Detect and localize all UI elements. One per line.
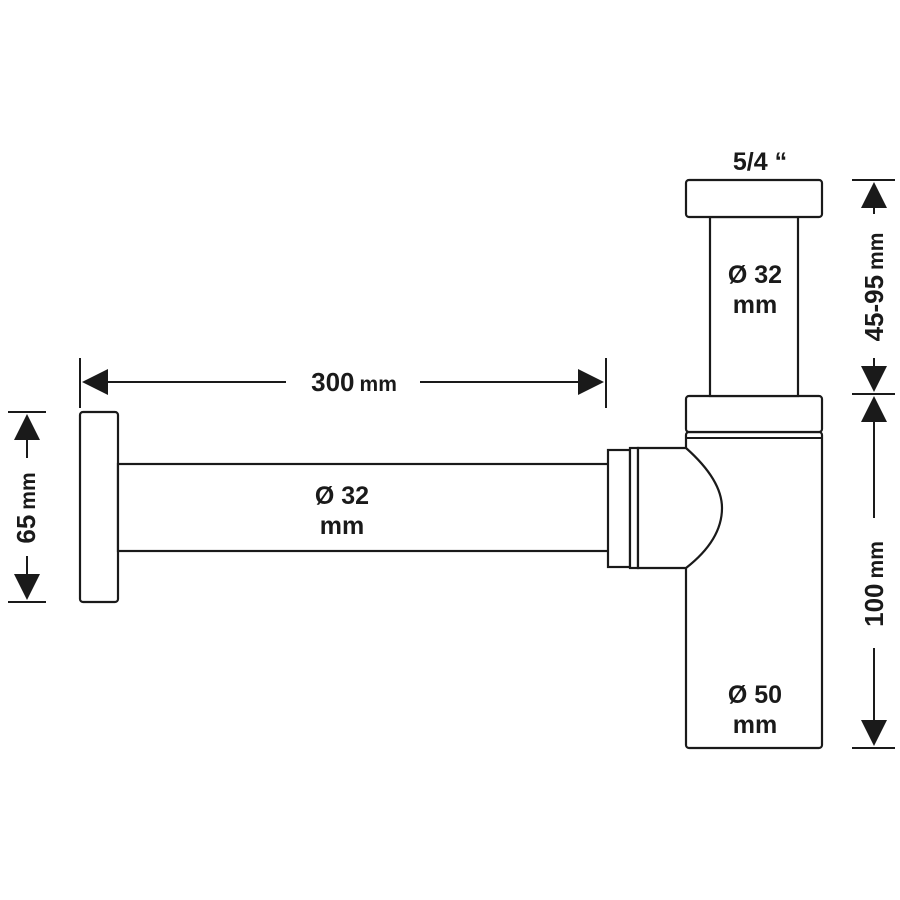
horizontal-pipe-diameter-unit: mm xyxy=(320,512,364,540)
length-value: 300 xyxy=(311,367,354,397)
top-height-dimension: 45-95 mm xyxy=(852,179,895,395)
body-height-label: 100 mm xyxy=(859,541,889,627)
body-height-unit: mm xyxy=(865,541,888,578)
wall-rosette xyxy=(78,410,120,604)
vertical-pipe-diameter-unit: mm xyxy=(733,291,777,319)
horizontal-pipe xyxy=(116,462,612,553)
top-arrow-down xyxy=(861,366,887,392)
length-arrow-left xyxy=(82,369,108,395)
length-unit: mm xyxy=(360,373,397,396)
rosette-height-unit: mm xyxy=(17,472,40,509)
length-arrow-right xyxy=(578,369,604,395)
thread-size-label: 5/4 “ xyxy=(733,148,787,176)
body-height-dimension: 100 mm xyxy=(852,396,895,749)
elbow-dome xyxy=(636,446,724,570)
connector-ring-inner xyxy=(628,446,640,570)
rosette-height-value: 65 xyxy=(11,515,41,544)
rosette-height-label: 65 mm xyxy=(11,472,41,543)
top-height-label: 45-95 mm xyxy=(859,233,889,342)
top-arrow-up xyxy=(861,182,887,208)
top-height-unit: mm xyxy=(865,233,888,270)
length-dimension: 300 mm xyxy=(79,358,607,408)
body-cap-nut xyxy=(684,394,824,434)
rosette-arrow-bottom xyxy=(14,574,40,600)
body-arrow-up xyxy=(861,396,887,422)
length-label: 300 mm xyxy=(311,367,397,397)
body-diameter-unit: mm xyxy=(733,711,777,739)
top-height-value: 45-95 xyxy=(859,275,889,342)
body-diameter: Ø 50 xyxy=(728,681,782,709)
body-arrow-down xyxy=(861,720,887,746)
body-height-value: 100 xyxy=(859,583,889,626)
vertical-pipe xyxy=(708,215,800,398)
vertical-pipe-diameter: Ø 32 xyxy=(728,261,782,289)
top-thread-nut xyxy=(684,178,824,219)
horizontal-pipe-diameter: Ø 32 xyxy=(315,482,369,510)
rosette-arrow-top xyxy=(14,414,40,440)
rosette-height-dimension: 65 mm xyxy=(8,411,46,603)
connector-ring-outer xyxy=(606,448,632,569)
